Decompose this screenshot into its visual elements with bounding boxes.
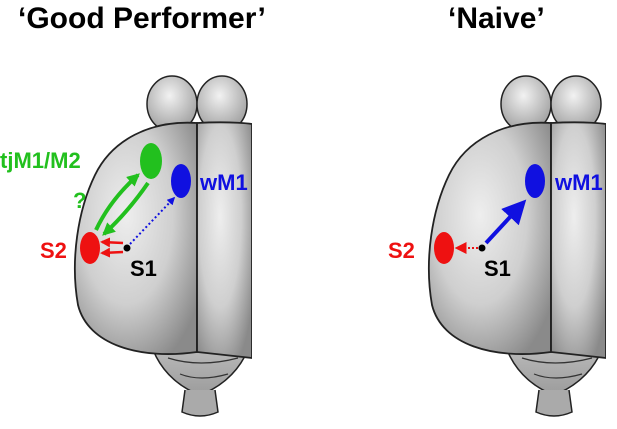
- label-wm1-right: wM1: [554, 170, 603, 195]
- s2-area-left: [80, 232, 100, 264]
- label-s2-left: S2: [40, 238, 67, 263]
- arrow-s2-to-tjm1m2: [94, 173, 140, 231]
- tjm1m2-area: [140, 143, 162, 179]
- label-s1-left: S1: [130, 256, 157, 281]
- arrow-s1-to-wm1-solid: [484, 199, 527, 245]
- s2-area-right: [434, 232, 454, 264]
- title-good-performer: ‘Good Performer’: [18, 2, 266, 35]
- arrow-s1-to-s2-lower: [100, 247, 124, 258]
- wm1-area-left: [171, 164, 191, 198]
- label-question: ?: [73, 188, 86, 213]
- arrow-s1-to-s2-upper: [100, 237, 124, 248]
- wm1-area-right: [525, 164, 545, 198]
- s1-dot-left: [123, 244, 131, 252]
- brain-left: [73, 59, 265, 429]
- brain-right: [427, 59, 617, 429]
- label-wm1-left: wM1: [199, 170, 248, 195]
- arrow-s1-to-wm1-dotted: [129, 196, 176, 245]
- label-s1-right: S1: [484, 256, 511, 281]
- label-tjm1m2: tjM1/M2: [0, 148, 81, 173]
- s1-dot-right: [478, 244, 486, 252]
- label-s2-right: S2: [388, 238, 415, 263]
- title-naive: ‘Naive’: [448, 2, 545, 35]
- arrow-tjm1m2-to-s2: [102, 181, 150, 236]
